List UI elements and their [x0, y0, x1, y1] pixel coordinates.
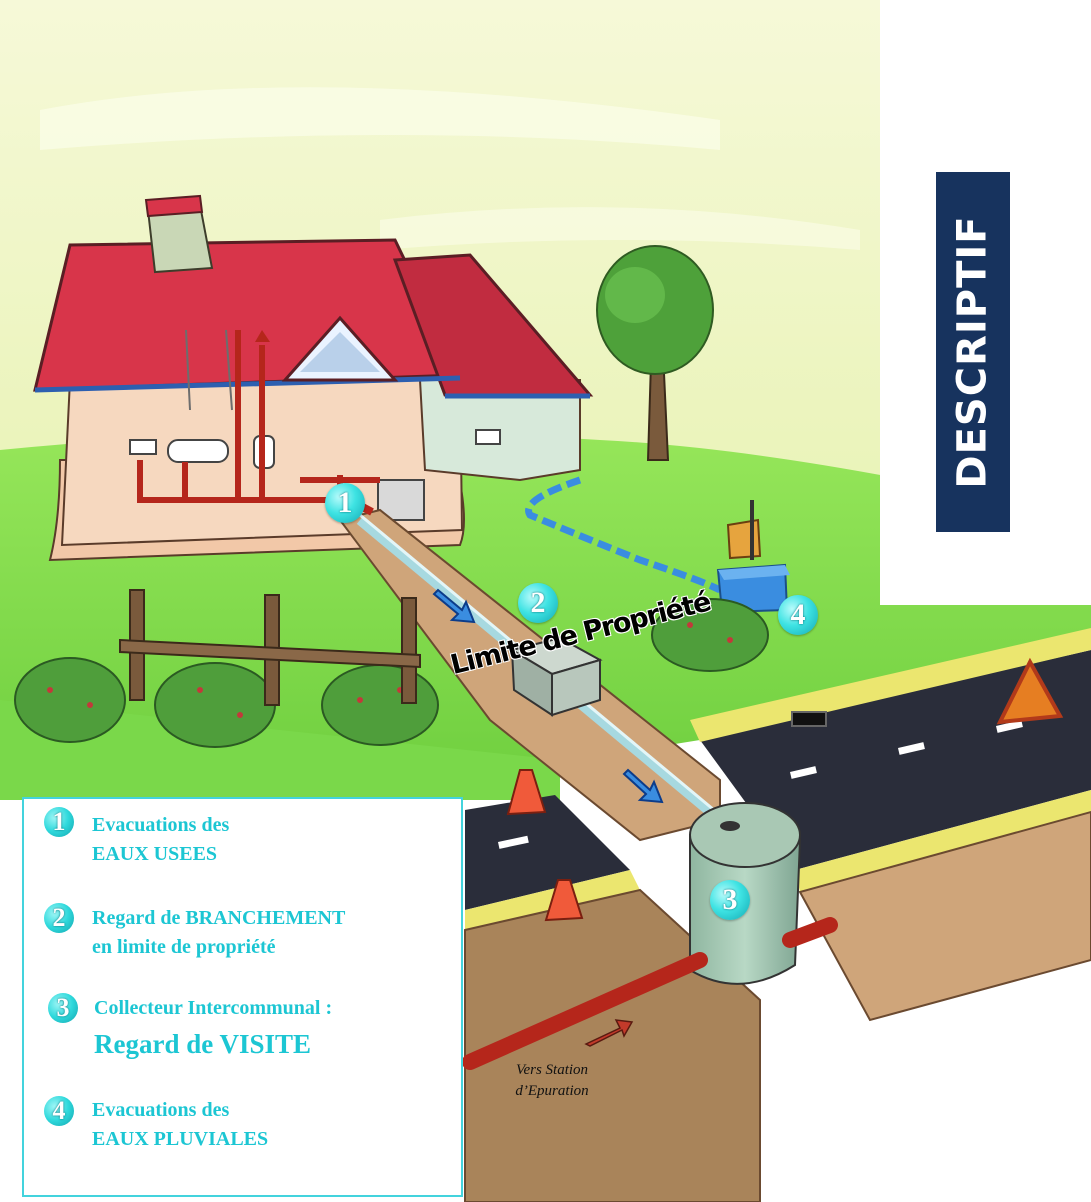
watering-can — [728, 520, 760, 558]
marker-2: 2 — [518, 583, 558, 623]
legend-item-4-line-2: EAUX PLUVIALES — [92, 1125, 268, 1154]
legend-item-1-line-2: EAUX USEES — [92, 840, 217, 869]
side-tab-label: DESCRIPTIF — [950, 215, 996, 488]
legend-number-1: 1 — [44, 807, 74, 837]
drain-grate — [792, 712, 826, 726]
destination-line-1: Vers Station — [482, 1060, 622, 1081]
legend-item-3-line-1: Collecteur Intercommunal : — [94, 994, 332, 1023]
legend-item-2-line-2: en limite de propriété — [92, 933, 275, 962]
legend-item-1-line-1: Evacuations des — [92, 811, 229, 840]
marker-1: 1 — [325, 483, 365, 523]
destination-label: Vers Station d’Epuration — [482, 1060, 622, 1102]
destination-line-2: d’Epuration — [482, 1081, 622, 1102]
legend-number-4: 4 — [44, 1096, 74, 1126]
legend-item-4-line-1: Evacuations des — [92, 1096, 229, 1125]
legend-item-2-line-1: Regard de BRANCHEMENT — [92, 904, 345, 933]
legend: 1 Evacuations des EAUX USEES 2 Regard de… — [22, 797, 463, 1197]
marker-3: 3 — [710, 880, 750, 920]
legend-number-3: 3 — [48, 993, 78, 1023]
legend-item-3-line-2: Regard de VISITE — [94, 1027, 311, 1061]
side-tab-label-wrap: DESCRIPTIF — [936, 172, 1010, 532]
marker-4: 4 — [778, 595, 818, 635]
legend-number-2: 2 — [44, 903, 74, 933]
